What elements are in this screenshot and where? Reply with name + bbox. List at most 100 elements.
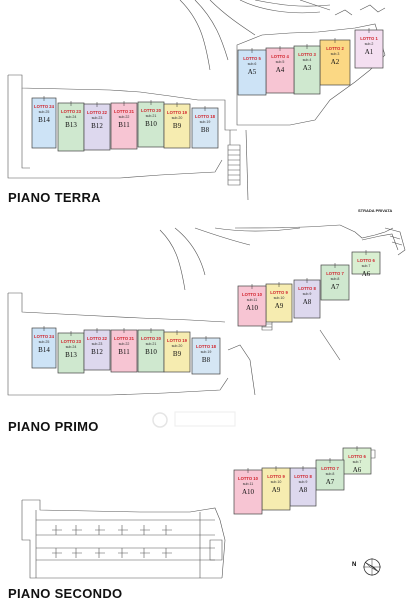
unit-sub-label: sub.5	[276, 60, 285, 64]
unit-area	[237, 49, 267, 96]
unit-lotto-label: LOTTO 7	[321, 466, 339, 471]
unit-sub-label: sub.21	[146, 342, 157, 346]
unit-lotto-label: LOTTO 19	[167, 110, 188, 115]
unit-lotto-label: LOTTO 5	[243, 56, 261, 61]
unit-lotto-label: LOTTO 21	[114, 109, 135, 114]
unit-sub-label: sub.2	[365, 42, 374, 46]
unit-code-label: A7	[331, 283, 340, 291]
unit-code-label: B8	[201, 126, 210, 134]
unit-lotto-label: LOTTO 1	[360, 36, 378, 41]
unit-area	[354, 29, 384, 69]
unit-lotto-label: LOTTO 18	[196, 344, 217, 349]
unit-code-label: A10	[246, 304, 259, 312]
unit-sub-label: sub.11	[247, 298, 258, 302]
unit-code-label: B8	[202, 356, 211, 364]
street-label: STRADA PRIVATA	[358, 208, 393, 213]
unit-sub-label: sub.21	[146, 114, 157, 118]
first-floor-outlines	[7, 224, 406, 396]
unit-sub-label: sub.11	[243, 482, 254, 486]
unit-code-label: B12	[91, 348, 103, 356]
unit-code-label: A2	[331, 58, 340, 66]
unit-code-label: B12	[91, 122, 103, 130]
compass-north-label: N	[352, 562, 357, 568]
unit-lotto-label: LOTTO 22	[87, 336, 108, 341]
unit-area	[237, 285, 267, 327]
unit-sub-label: sub.8	[326, 472, 335, 476]
unit-area	[57, 102, 85, 152]
unit-sub-label: sub.4	[303, 58, 312, 62]
unit-area	[261, 467, 291, 511]
unit-sub-label: sub.24	[66, 115, 77, 119]
unit-lotto-label: LOTTO 2	[326, 46, 344, 51]
unit-code-label: A7	[326, 478, 335, 486]
unit-sub-label: sub.7	[353, 460, 362, 464]
unit-lotto-label: LOTTO 23	[61, 109, 82, 114]
unit-area	[320, 264, 350, 301]
unit-area	[57, 332, 85, 374]
unit-code-label: A8	[299, 486, 308, 494]
unit-code-label: A1	[365, 48, 374, 56]
compass-rose-icon	[363, 558, 381, 576]
unit-code-label: A6	[362, 270, 371, 278]
unit-lotto-label: LOTTO 24	[34, 104, 55, 109]
unit-sub-label: sub.25	[39, 340, 50, 344]
unit-area	[163, 331, 191, 373]
unit-code-label: B14	[38, 346, 50, 354]
unit-lotto-label: LOTTO 7	[326, 271, 344, 276]
unit-code-label: B9	[173, 122, 182, 130]
unit-area	[137, 329, 165, 373]
unit-area	[293, 279, 321, 319]
unit-area	[191, 337, 221, 375]
unit-code-label: A4	[276, 66, 285, 74]
unit-code-label: A9	[272, 486, 281, 494]
unit-area	[83, 103, 111, 151]
unit-code-label: B11	[118, 121, 130, 129]
unit-code-label: A3	[303, 64, 312, 72]
unit-code-label: B11	[118, 348, 130, 356]
floor-title-second: PIANO SECONDO	[8, 586, 123, 601]
unit-sub-label: sub.20	[172, 344, 183, 348]
ground-floor-outlines	[7, 0, 386, 201]
unit-code-label: A9	[275, 302, 284, 310]
unit-sub-label: sub.9	[299, 480, 308, 484]
unit-sub-label: sub.23	[92, 116, 103, 120]
floor-title-first: PIANO PRIMO	[8, 419, 99, 434]
unit-sub-label: sub.24	[66, 345, 77, 349]
unit-sub-label: sub.6	[248, 62, 257, 66]
unit-lotto-label: LOTTO 9	[270, 290, 288, 295]
unit-lotto-label: LOTTO 20	[141, 108, 162, 113]
unit-sub-label: sub.20	[172, 116, 183, 120]
unit-area	[110, 329, 138, 373]
unit-lotto-label: LOTTO 9	[267, 474, 285, 479]
unit-area	[110, 102, 138, 150]
unit-area	[31, 97, 57, 149]
unit-lotto-label: LOTTO 6	[357, 258, 375, 263]
unit-lotto-label: LOTTO 22	[87, 110, 108, 115]
floor-title-ground: PIANO TERRA	[8, 190, 101, 205]
unit-lotto-label: LOTTO 18	[195, 114, 216, 119]
unit-code-label: A10	[242, 488, 255, 496]
unit-sub-label: sub.9	[303, 292, 312, 296]
